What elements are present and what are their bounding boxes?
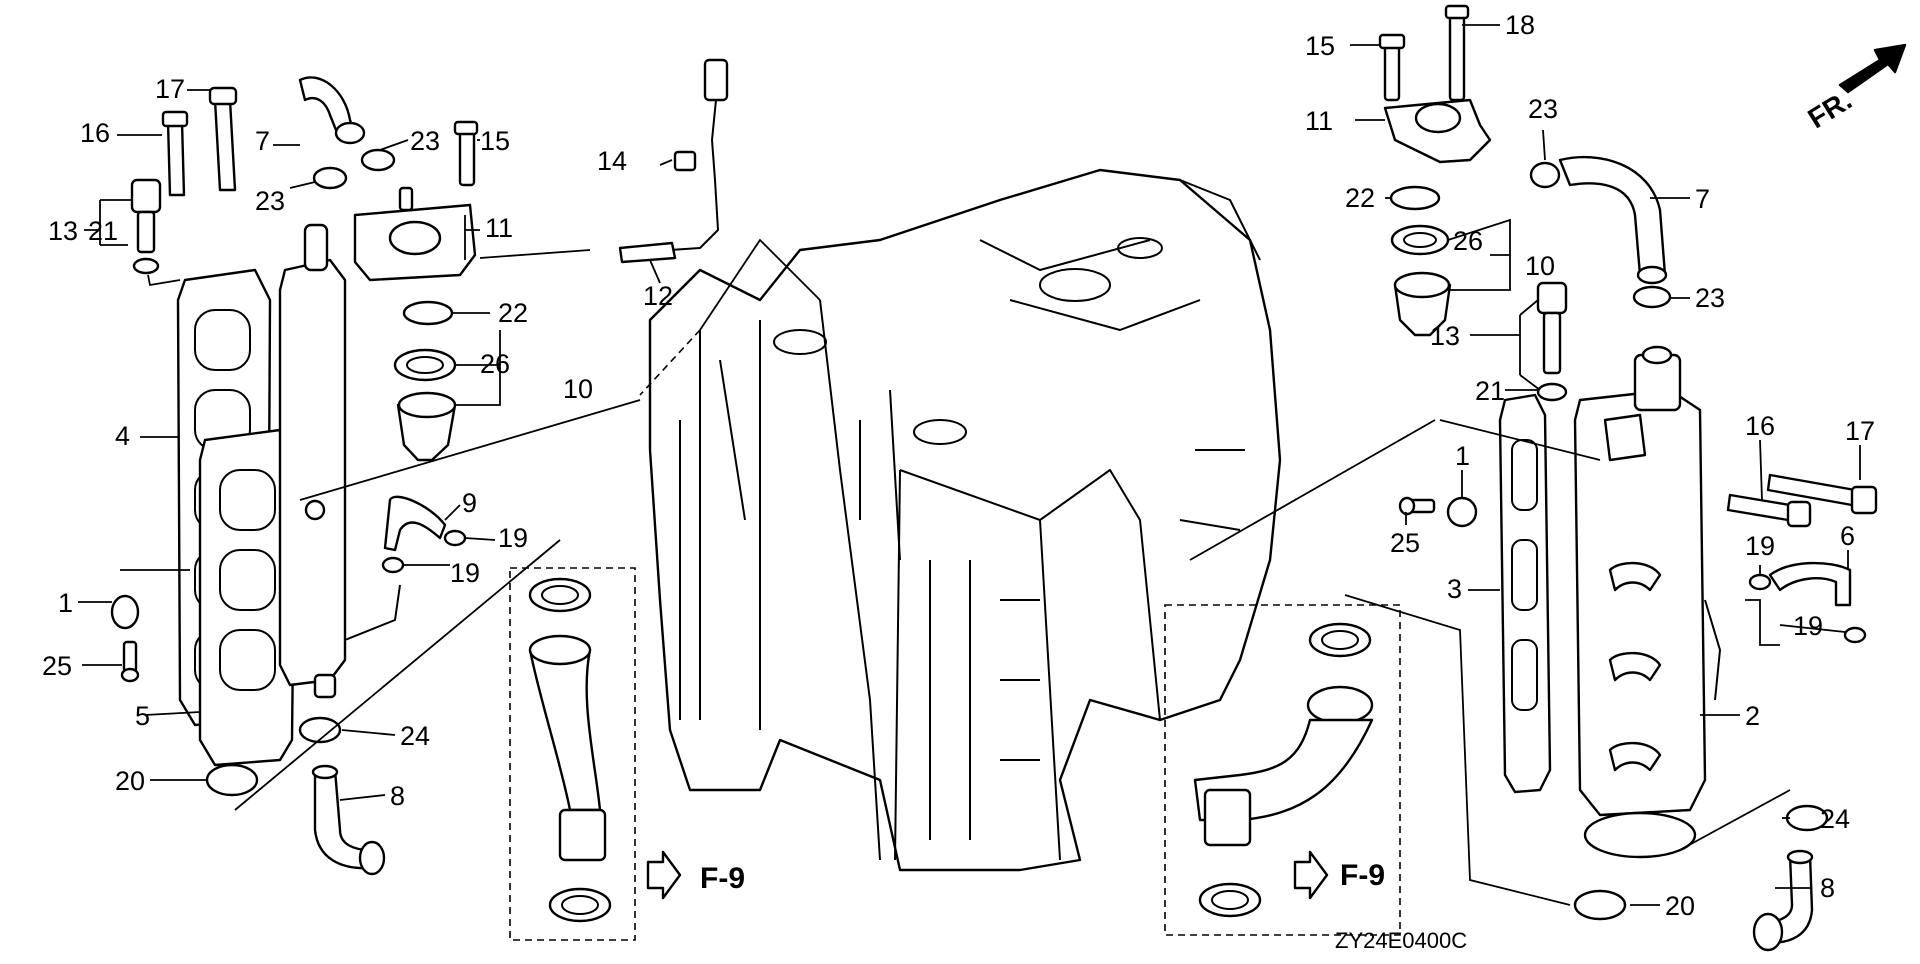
connector-12 (703, 58, 729, 102)
callout-r2: 2 (1745, 701, 1760, 731)
clip-23b (360, 148, 396, 172)
clip-19b (381, 556, 405, 574)
bolt-18 (1448, 13, 1466, 102)
sensor-13-right (1536, 281, 1568, 315)
callout-r7: 7 (1695, 184, 1710, 214)
washer-21-right (1536, 382, 1568, 402)
hose-9 (383, 495, 447, 552)
callout-16: 16 (80, 118, 110, 148)
water-hose-left (509, 567, 682, 941)
bolt-17 (213, 98, 237, 192)
callout-22: 22 (498, 298, 528, 328)
sensor-assembly-12 (618, 58, 729, 264)
callout-5: 5 (135, 701, 150, 731)
callout-r3: 3 (1447, 574, 1462, 604)
clip-23-right (1529, 161, 1561, 189)
gasket-3 (1498, 393, 1552, 794)
clip-23b-right (1632, 285, 1672, 309)
callout-20: 20 (115, 766, 145, 796)
callout-r8: 8 (1820, 873, 1835, 903)
callout-26: 26 (480, 349, 510, 379)
exhaust-cover (278, 258, 347, 687)
callout-r24: 24 (1820, 804, 1850, 834)
gasket-22-right (1389, 185, 1441, 211)
bolt-25 (122, 640, 138, 674)
bolt-16 (166, 120, 186, 197)
callout-r26: 26 (1453, 226, 1483, 256)
bolt-17-right (1766, 473, 1857, 507)
bolt-15-right (1383, 43, 1401, 102)
callout-24: 24 (400, 721, 430, 751)
callout-23: 23 (410, 126, 440, 156)
callout-r19: 19 (1745, 531, 1775, 561)
callout-9: 9 (462, 488, 477, 518)
nut-14 (673, 150, 697, 172)
callout-r16: 16 (1745, 411, 1775, 441)
page-ref-left: F-9 (700, 862, 745, 895)
callout-r11: 11 (1305, 106, 1333, 136)
callout-labels: 17 16 7 23 15 23 13 21 11 14 12 22 26 10… (42, 10, 1875, 953)
o-ring-20 (205, 763, 259, 797)
callout-r23b: 23 (1695, 283, 1725, 313)
callout-17: 17 (155, 74, 185, 104)
seal-26-right (1390, 224, 1450, 256)
callout-4: 4 (115, 421, 130, 451)
bolt-16-right (1726, 493, 1792, 522)
callout-r20: 20 (1665, 891, 1695, 921)
clip-19b-right (1843, 626, 1867, 644)
callout-r1: 1 (1455, 441, 1470, 471)
callout-15: 15 (480, 126, 510, 156)
callout-14: 14 (597, 146, 627, 176)
hose-7-right (1558, 155, 1667, 277)
callout-7: 7 (255, 126, 270, 156)
callout-r6: 6 (1840, 521, 1855, 551)
front-arrow-icon (1838, 43, 1907, 94)
page-ref-right: F-9 (1340, 859, 1385, 892)
o-ring-20-right (1573, 889, 1627, 921)
callout-1: 1 (58, 588, 73, 618)
clip-23 (312, 166, 348, 190)
callout-13: 13 (48, 216, 78, 246)
gasket-22 (402, 300, 454, 326)
callout-r23: 23 (1528, 94, 1558, 124)
callout-r25: 25 (1390, 528, 1420, 558)
collar-1 (110, 594, 140, 630)
drawing-code: ZY24E0400C (1335, 928, 1467, 953)
right-exhaust-cover-assembly (1378, 4, 1878, 952)
callout-12: 12 (643, 281, 673, 311)
callout-23b: 23 (255, 186, 285, 216)
callout-r17: 17 (1845, 416, 1875, 446)
clip-19-right (1748, 573, 1772, 591)
collar-1-right (1446, 496, 1478, 528)
callout-19b: 19 (450, 558, 480, 588)
callout-10: 10 (563, 374, 593, 404)
front-direction-marker: FR. (1802, 43, 1907, 134)
water-hose-right (1164, 604, 1401, 936)
washer-21 (132, 257, 160, 275)
hose-6 (1768, 561, 1852, 607)
callout-11: 11 (485, 213, 513, 243)
callout-19: 19 (498, 523, 528, 553)
cylinder-block (648, 168, 1282, 872)
clip-24 (298, 716, 342, 744)
callout-r10: 10 (1525, 251, 1555, 281)
bolt-15 (458, 128, 476, 187)
callout-r15: 15 (1305, 31, 1335, 61)
clip-19 (443, 529, 467, 547)
callout-r18: 18 (1505, 10, 1535, 40)
callout-r13: 13 (1430, 321, 1460, 351)
seal-26 (393, 348, 457, 382)
callout-21: 21 (88, 216, 118, 246)
callout-8: 8 (390, 781, 405, 811)
callout-25: 25 (42, 651, 72, 681)
sensor-13 (130, 178, 162, 214)
callout-r19b: 19 (1793, 611, 1823, 641)
callout-r22: 22 (1345, 183, 1375, 213)
left-exhaust-cover-assembly (110, 76, 479, 876)
leader-lines (78, 24, 1861, 906)
callout-r21: 21 (1475, 376, 1505, 406)
